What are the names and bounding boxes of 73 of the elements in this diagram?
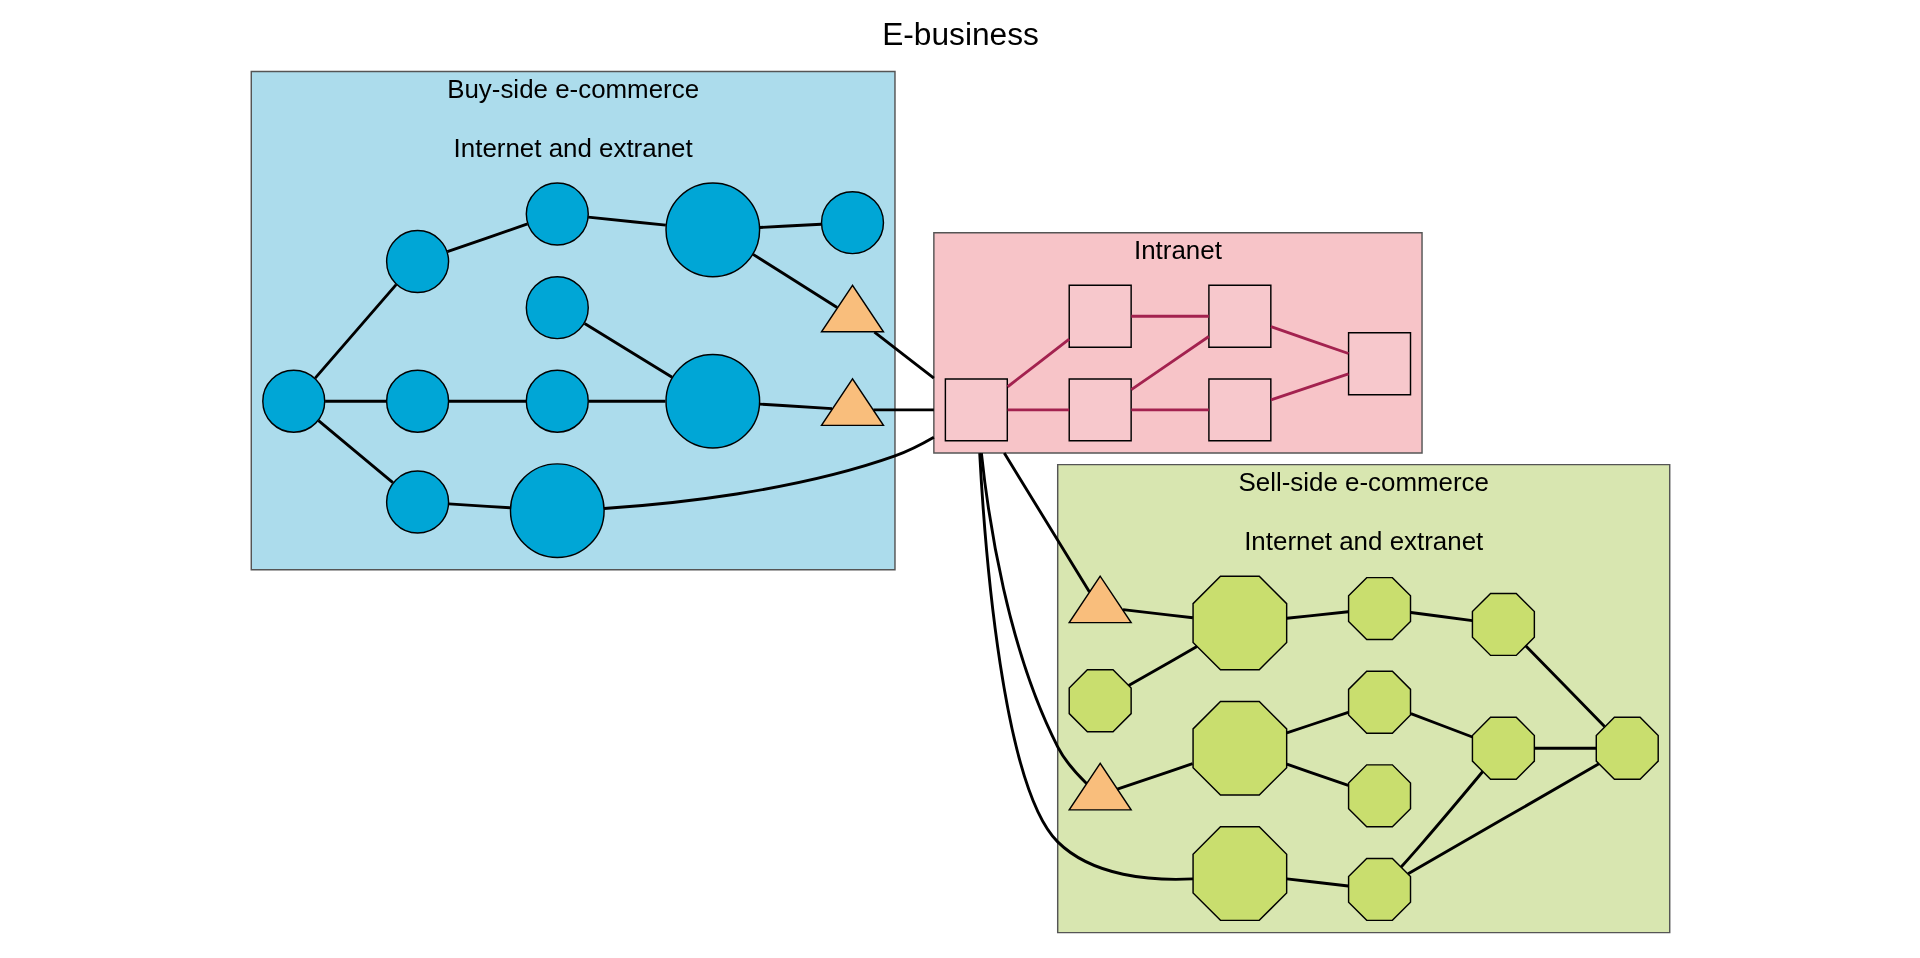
node-circle: [525, 182, 589, 246]
node-triangle: [819, 284, 885, 333]
connector: [1285, 710, 1349, 735]
connector: [324, 399, 387, 403]
connector: [317, 419, 394, 484]
node-octagon: [1347, 670, 1411, 734]
node-circle: [525, 275, 589, 340]
cluster: Intranet: [932, 232, 1423, 454]
node-box: [1347, 332, 1411, 396]
node-octagon: [1471, 716, 1535, 780]
node-triangle: [1067, 574, 1132, 624]
connector: [1285, 762, 1349, 787]
node-octagon: [1347, 764, 1411, 828]
node-circle: [664, 353, 760, 449]
connector: [1116, 762, 1193, 791]
node-circle: [385, 229, 449, 294]
connector: [583, 322, 673, 379]
node-circle: [820, 191, 884, 255]
connector: [1270, 325, 1349, 355]
node-circle: [385, 470, 449, 534]
node-octagon: [1347, 576, 1411, 641]
node-circle: [664, 182, 760, 278]
connector: [1130, 335, 1210, 391]
connector: [313, 283, 397, 380]
node-box: [944, 378, 1008, 442]
connector: [587, 215, 666, 227]
node-box: [1207, 284, 1272, 348]
connector: [1130, 314, 1209, 318]
connector: [1270, 372, 1349, 402]
connector: [1007, 408, 1069, 412]
node-circle: [509, 463, 605, 559]
node-box: [1068, 284, 1132, 348]
connector: [1409, 712, 1473, 739]
connector: [448, 502, 510, 510]
cluster: Sell-side e-commerce Internet and extranet: [1056, 463, 1670, 934]
node-octagon: [1347, 857, 1411, 922]
connector: [1127, 645, 1198, 687]
connector: [759, 222, 821, 229]
node-octagon: [1191, 700, 1287, 796]
connector: [1130, 408, 1209, 412]
node-box: [1207, 378, 1272, 442]
connector: [1286, 877, 1348, 888]
diagram-title: E-business: [881, 15, 1039, 52]
connector: [1006, 338, 1070, 388]
connector: [1286, 610, 1348, 620]
connector: [751, 253, 838, 309]
connector: [979, 452, 1088, 785]
node-octagon: [1068, 669, 1132, 733]
connector: [448, 399, 526, 403]
connector: [1534, 746, 1596, 750]
cluster: Buy-side e-commerce Internet and extranet: [250, 70, 896, 571]
connector: [977, 453, 1193, 881]
connector: [1122, 608, 1193, 620]
node-octagon: [1595, 716, 1659, 780]
connector: [588, 399, 665, 403]
connector: [872, 408, 934, 412]
node-octagon: [1191, 575, 1287, 671]
connector: [759, 402, 832, 411]
connector: [1410, 611, 1473, 622]
node-triangle: [819, 377, 885, 427]
connector: [1002, 452, 1091, 593]
node-octagon: [1471, 592, 1535, 657]
node-circle: [261, 369, 325, 433]
connector: [1524, 645, 1606, 728]
connector: [446, 222, 528, 254]
node-box: [1068, 378, 1132, 442]
connector: [603, 436, 935, 510]
node-circle: [525, 369, 589, 433]
node-circle: [385, 369, 449, 433]
connector: [1399, 770, 1484, 868]
node-octagon: [1191, 826, 1287, 922]
connector: [1406, 762, 1600, 875]
node-triangle: [1067, 762, 1132, 811]
